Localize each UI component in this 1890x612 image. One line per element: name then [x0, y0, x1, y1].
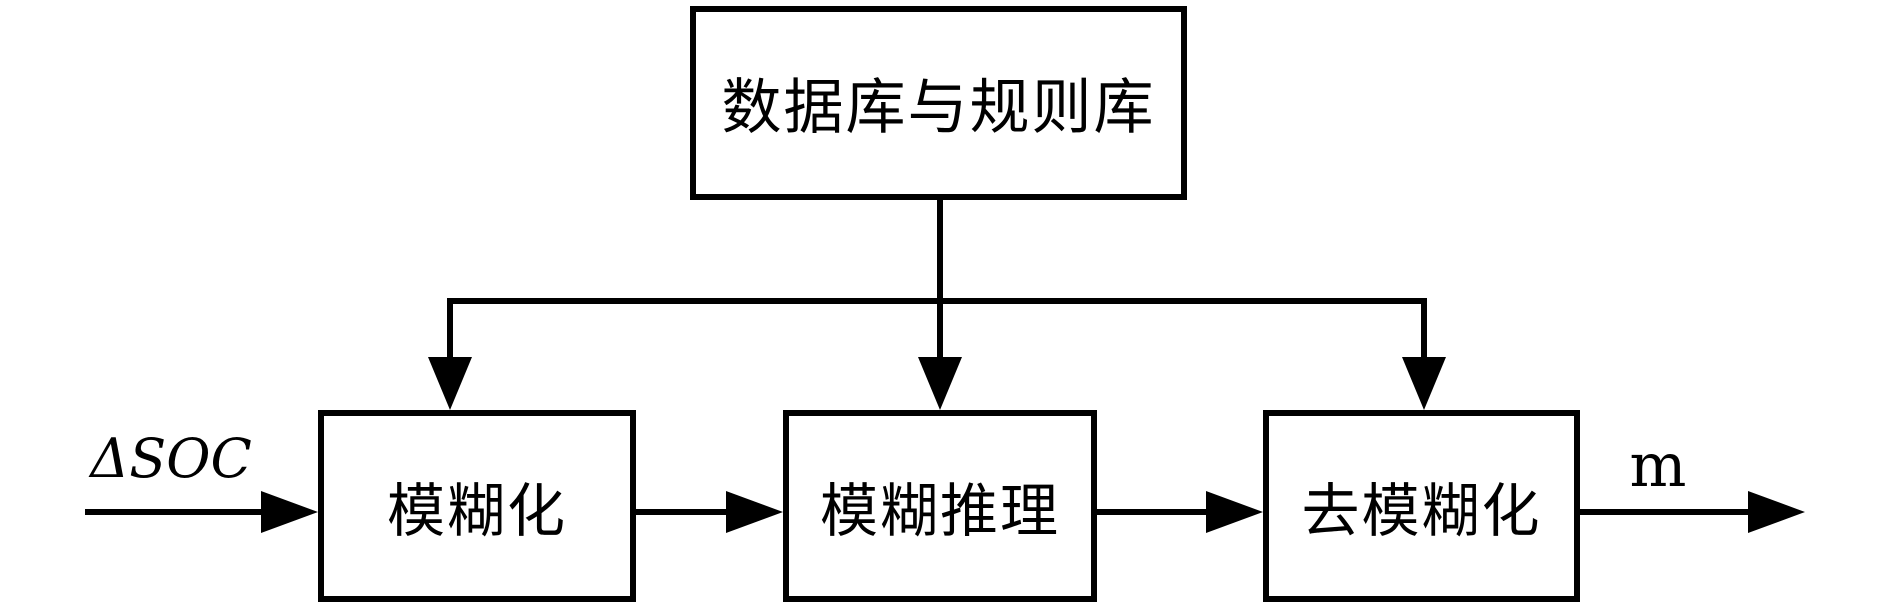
- arrowhead-input-icon: [261, 491, 318, 533]
- box-fuzzification: 模糊化: [318, 410, 636, 602]
- box-fuzzification-label: 模糊化: [386, 477, 567, 545]
- box-defuzzification-label: 去模糊化: [1301, 477, 1542, 545]
- arrowhead-down-right-icon: [1402, 357, 1446, 410]
- box-database-rulebase-label: 数据库与规则库: [721, 73, 1156, 143]
- connector-branch-left: [447, 298, 453, 360]
- box-defuzzification: 去模糊化: [1263, 410, 1580, 602]
- connector-topbox-stem: [937, 200, 943, 360]
- connector-output-line: [1580, 509, 1752, 515]
- connector-branch-right: [1421, 298, 1427, 360]
- input-label: ΔSOC: [90, 427, 252, 490]
- connector-fuzz-to-inference: [636, 509, 730, 515]
- connector-inference-to-defuzz: [1097, 509, 1210, 515]
- connector-distributor-line: [447, 298, 1427, 304]
- output-label: m: [1629, 431, 1687, 501]
- arrowhead-down-left-icon: [428, 357, 472, 410]
- box-fuzzy-inference-label: 模糊推理: [819, 477, 1060, 545]
- box-database-rulebase: 数据库与规则库: [690, 6, 1187, 200]
- arrowhead-down-middle-icon: [918, 357, 962, 410]
- arrowhead-fuzz-to-inference-icon: [726, 491, 783, 533]
- connector-input-line: [85, 509, 265, 515]
- box-fuzzy-inference: 模糊推理: [783, 410, 1097, 602]
- arrowhead-output-icon: [1748, 491, 1805, 533]
- arrowhead-inference-to-defuzz-icon: [1206, 491, 1263, 533]
